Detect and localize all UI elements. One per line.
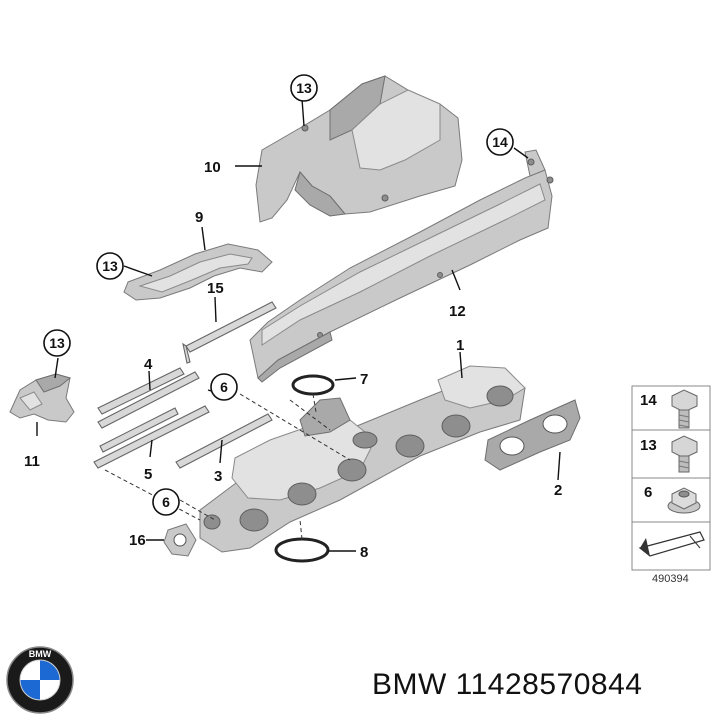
callout-16: 16: [129, 532, 146, 549]
small-gasket-16: [163, 523, 197, 557]
callout-9: 9: [195, 209, 203, 226]
legend-label-6: 6: [644, 484, 652, 501]
svg-text:6: 6: [220, 379, 228, 395]
heat-shield-small: [123, 243, 273, 301]
heat-shield-upper: [255, 75, 463, 223]
legend-label-14: 14: [640, 392, 657, 409]
callout-circle-6-lower: 6: [152, 488, 180, 516]
bmw-logo: BMW: [6, 646, 74, 714]
callout-circle-13-top: 13: [290, 74, 318, 102]
callout-4: 4: [144, 356, 153, 373]
stud-rod-15: [182, 301, 277, 364]
exhaust-manifold: [199, 365, 526, 553]
direction-arrow-icon: [638, 531, 705, 557]
callout-3: 3: [214, 468, 222, 485]
callout-2: 2: [554, 482, 562, 499]
callout-8: 8: [360, 544, 368, 561]
svg-text:13: 13: [49, 335, 65, 351]
callout-12: 12: [449, 303, 466, 320]
callout-5: 5: [144, 466, 152, 483]
svg-text:BMW: BMW: [29, 649, 52, 659]
callout-11: 11: [24, 453, 40, 470]
stud-rod-4: [97, 367, 200, 429]
legend-label-13: 13: [640, 437, 657, 454]
callout-circle-13-mid: 13: [96, 252, 124, 280]
callout-1: 1: [456, 337, 464, 354]
drawing-reference-number: 490394: [652, 573, 689, 585]
hex-bolt-icon: [671, 389, 698, 429]
svg-text:13: 13: [296, 80, 312, 96]
svg-text:13: 13: [102, 258, 118, 274]
heat-shield-long: [249, 149, 554, 383]
callout-circle-13-left: 13: [43, 329, 71, 357]
sealing-ring-8: [274, 537, 330, 563]
svg-text:14: 14: [492, 134, 508, 150]
stud-rod-5: [93, 405, 210, 469]
callout-circle-6-upper: 6: [210, 373, 238, 401]
fastener-legend: 14 13 6: [631, 385, 711, 571]
callout-10: 10: [204, 159, 221, 176]
callout-circle-14: 14: [486, 128, 514, 156]
part-number-caption: BMW 11428570844: [372, 668, 643, 701]
sealing-ring-7: [291, 374, 335, 396]
assembly-lines: [104, 393, 351, 540]
callout-15: 15: [207, 280, 224, 297]
callout-7: 7: [360, 371, 368, 388]
hex-bolt-short-icon: [671, 435, 698, 473]
gasket: [484, 399, 581, 471]
flange-nut-icon: [667, 487, 701, 514]
bracket: [9, 373, 75, 423]
stud-rod-3: [175, 413, 273, 469]
svg-text:6: 6: [162, 494, 170, 510]
